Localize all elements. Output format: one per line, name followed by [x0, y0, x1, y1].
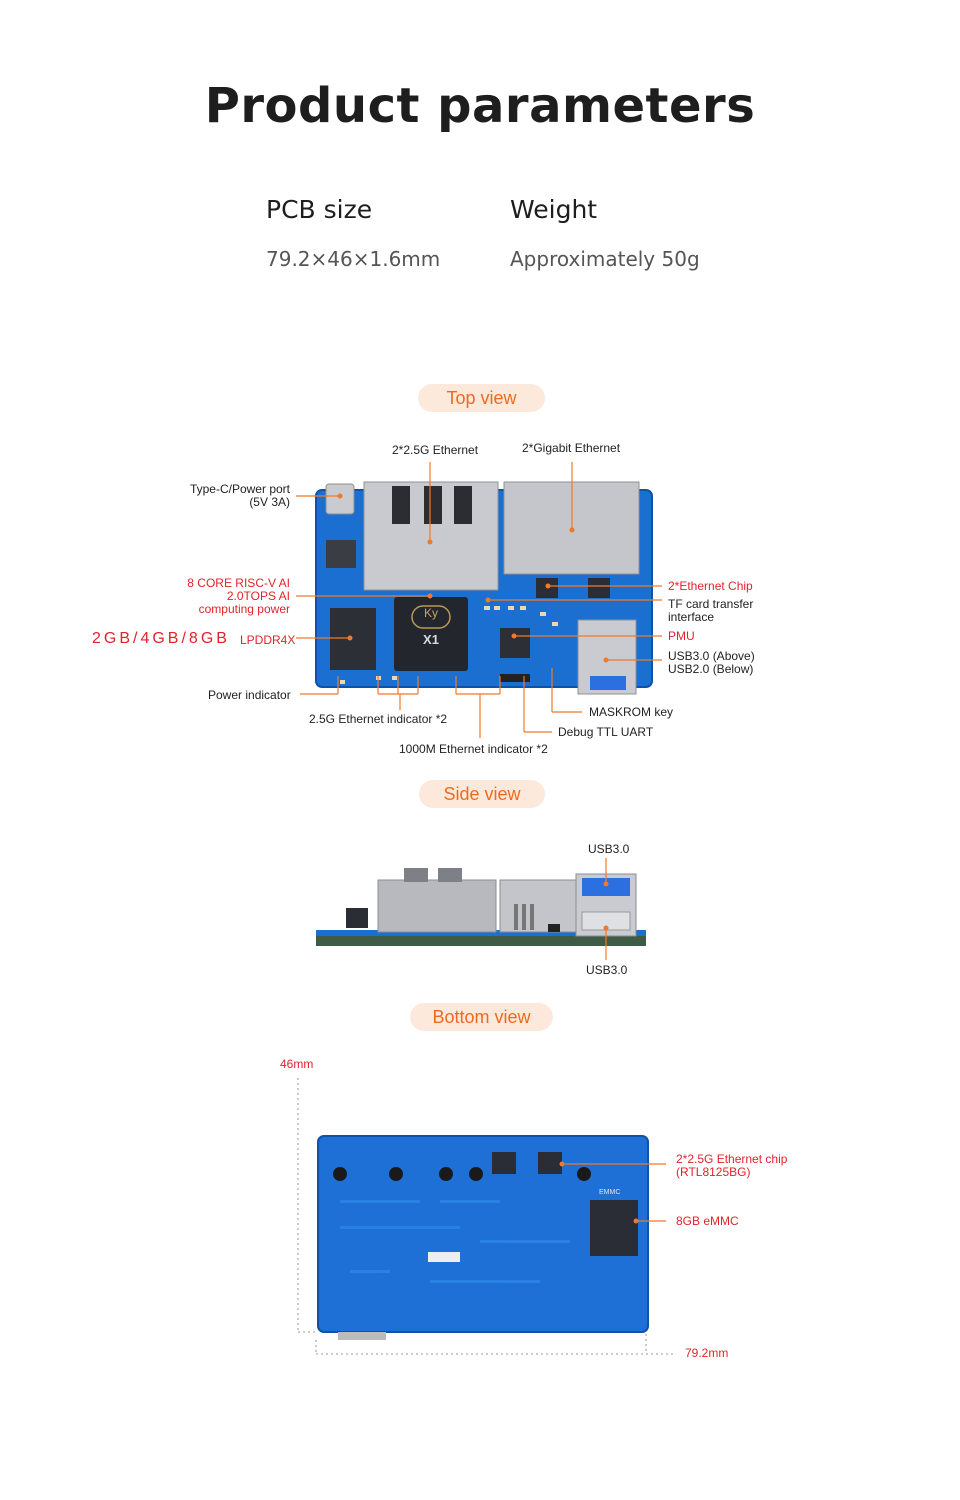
- label-ram-sizes: 2GB/4GB/8GB: [92, 630, 230, 647]
- spec-weight-label: Weight: [510, 195, 598, 224]
- label-side-usb-bottom: USB3.0: [586, 963, 628, 977]
- label-emmc: 8GB eMMC: [676, 1214, 739, 1228]
- chip-brand-silk: Ky: [423, 606, 438, 620]
- label-usb-line2: USB2.0 (Below): [668, 662, 754, 676]
- bottom-view-tab: Bottom view: [410, 1003, 553, 1031]
- label-pmu: PMU: [668, 629, 695, 643]
- label-usb-line1: USB3.0 (Above): [668, 649, 755, 663]
- label-debug-uart: Debug TTL UART: [558, 725, 654, 739]
- chip-model-silk: X1: [423, 632, 439, 647]
- label-gigabit-ethernet: 2*Gigabit Ethernet: [522, 441, 621, 455]
- spec-pcb-size-value: 79.2×46×1.6mm: [266, 247, 441, 271]
- label-maskrom: MASKROM key: [589, 705, 674, 719]
- label-typec-line1: Type-C/Power port: [189, 482, 290, 496]
- dimension-width: 79.2mm: [685, 1346, 729, 1360]
- label-ram-type: LPDDR4X: [240, 633, 296, 647]
- label-typec-line2: (5V 3A): [249, 495, 290, 509]
- page-title: Product parameters: [204, 78, 756, 134]
- label-25g-ethernet: 2*2.5G Ethernet: [392, 443, 479, 457]
- label-cpu-line3: computing power: [198, 602, 290, 616]
- side-view-tab: Side view: [419, 780, 545, 808]
- label-25g-indicator: 2.5G Ethernet indicator *2: [309, 712, 448, 726]
- dimension-height: 46mm: [280, 1057, 314, 1071]
- label-side-usb-top: USB3.0: [588, 842, 630, 856]
- label-ethernet-chip: 2*Ethernet Chip: [668, 579, 753, 593]
- label-cpu-line1: 8 CORE RISC-V AI: [187, 576, 290, 590]
- label-power-indicator: Power indicator: [208, 688, 291, 702]
- spec-pcb-size-label: PCB size: [266, 195, 373, 224]
- label-cpu-line2: 2.0TOPS AI: [226, 589, 290, 603]
- label-tf-line2: interface: [668, 610, 715, 624]
- emmc-silk: EMMC: [599, 1189, 621, 1196]
- label-eth-chip-line2: (RTL8125BG): [676, 1165, 751, 1179]
- label-tf-line1: TF card transfer: [668, 597, 754, 611]
- label-1000m-indicator: 1000M Ethernet indicator *2: [399, 742, 548, 756]
- top-view-tab: Top view: [418, 384, 545, 412]
- label-eth-chip-line1: 2*2.5G Ethernet chip: [676, 1152, 788, 1166]
- spec-weight-value: Approximately 50g: [510, 247, 700, 271]
